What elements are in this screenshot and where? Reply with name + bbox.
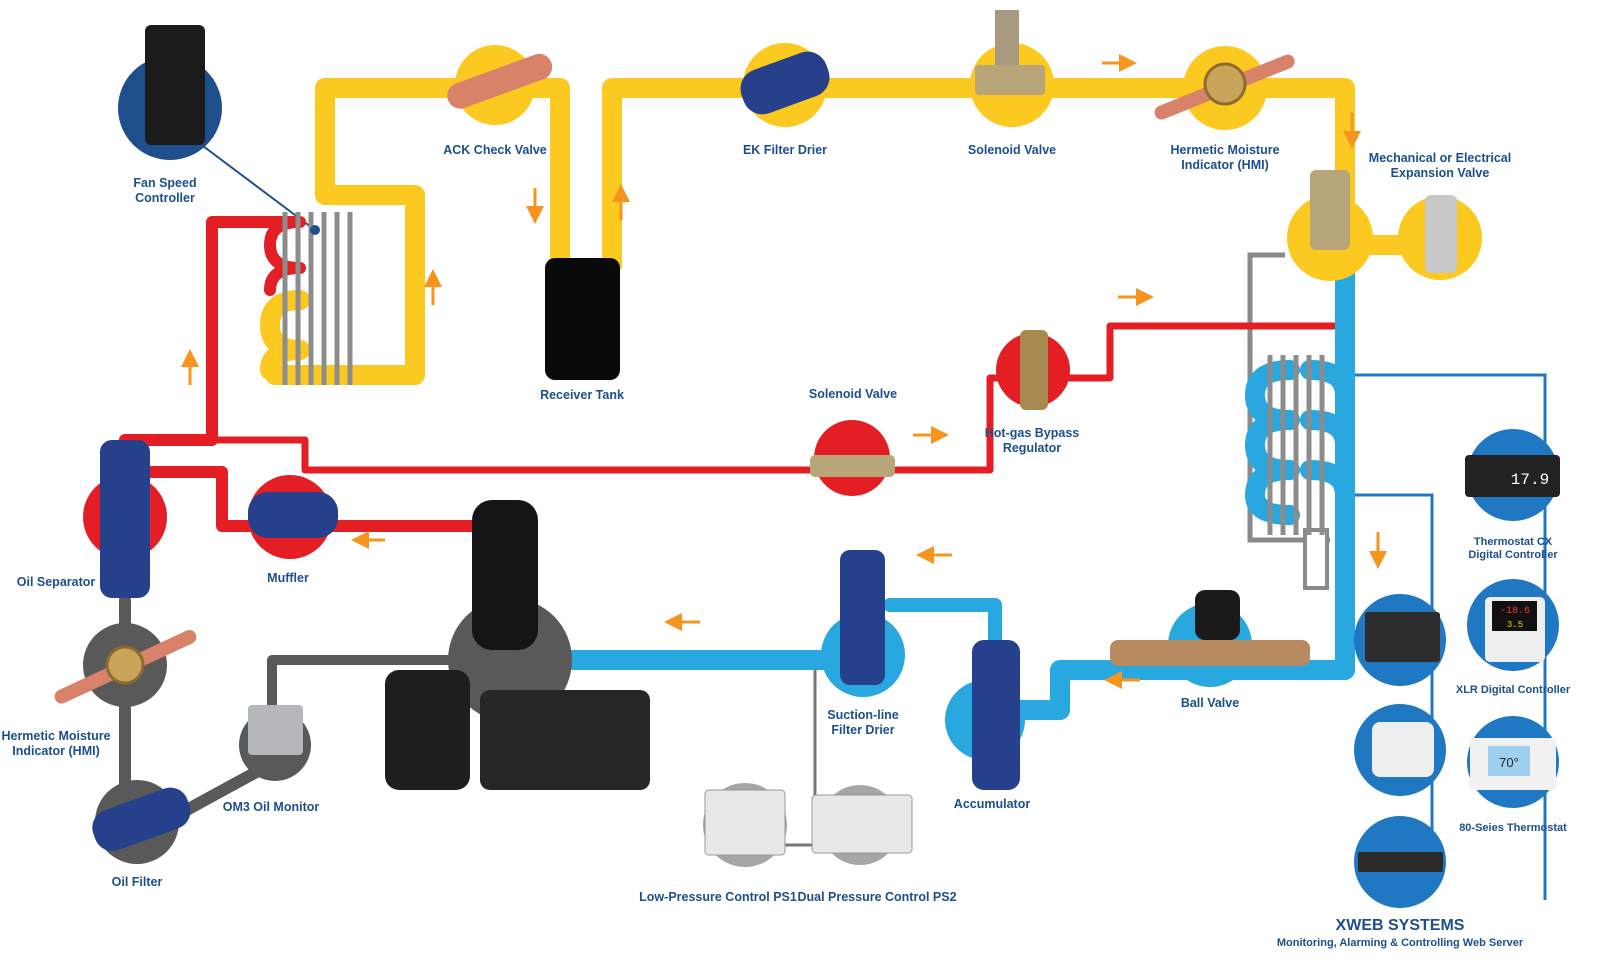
oil-separator-icon xyxy=(100,440,150,598)
ball-valve-pipe-icon xyxy=(1110,640,1310,666)
discharge-line-to-condenser xyxy=(119,216,306,446)
accumulator-label: Accumulator xyxy=(954,797,1031,811)
solenoid-valve-mid-label: Solenoid Valve xyxy=(809,387,897,401)
receiver-tank-label: Receiver Tank xyxy=(540,388,624,402)
ball-valve-actuator-icon xyxy=(1195,590,1240,640)
thermostat-80-display: 70° xyxy=(1499,755,1519,770)
thermostat-cx-icon xyxy=(1465,455,1560,497)
fan-controller-wire xyxy=(194,139,316,231)
condenser xyxy=(282,212,353,385)
fan-speed-controller-icon xyxy=(145,25,205,145)
xweb-server-icon xyxy=(1358,852,1443,872)
oil-filter-label: Oil Filter xyxy=(112,875,163,889)
sensing-bulb xyxy=(1303,528,1329,590)
evaporator xyxy=(1267,355,1325,535)
sight-glass-oil-icon xyxy=(105,645,145,685)
filter-drier-icon xyxy=(740,51,830,115)
semi-hermetic-compressor-icon xyxy=(480,690,650,790)
solenoid-valve-top-label: Solenoid Valve xyxy=(968,143,1056,157)
hot-gas-bypass-icon xyxy=(1020,330,1048,410)
liquid-line-condenser-to-receiver xyxy=(265,78,570,385)
sight-glass-icon xyxy=(1203,62,1247,106)
thermostat-signal-line xyxy=(1335,373,1547,900)
solenoid-valve-mid-icon xyxy=(810,455,895,477)
flow-arrows xyxy=(181,54,1387,689)
xweb-title: XWEB SYSTEMS xyxy=(1336,917,1465,934)
scroll-compressor-icon xyxy=(472,500,538,650)
xweb-subtitle: Monitoring, Alarming & Controlling Web S… xyxy=(1277,937,1524,949)
muffler-icon xyxy=(248,492,338,538)
oil-separator-label: Oil Separator xyxy=(17,575,96,589)
suction-filter-icon xyxy=(840,550,885,685)
xlr-display-top: -18.6 xyxy=(1500,606,1530,617)
suction-line-to-accumulator xyxy=(1005,660,1140,720)
thermostat-80-screen xyxy=(1488,746,1530,776)
solenoid-valve-icon xyxy=(995,10,1019,70)
xlr-controller-label: XLR Digital Controller xyxy=(1456,684,1571,696)
thermostat-cx-display: 17.9 xyxy=(1511,471,1549,489)
hot-gas-bypass-line-red xyxy=(208,322,1349,474)
ps2-label: Dual Pressure Control PS2 xyxy=(797,890,956,904)
om3-oil-monitor-icon xyxy=(248,705,303,755)
discharge-line-separator-to-compressor xyxy=(144,466,496,532)
expansion-valve-icon xyxy=(1310,170,1350,250)
hermetic-compressor-icon xyxy=(385,670,470,790)
muffler-label: Muffler xyxy=(267,571,309,585)
solenoid-valve-body-icon xyxy=(975,65,1045,95)
evaporator-coils xyxy=(1245,360,1355,525)
ps1-label: Low-Pressure Control PS1 xyxy=(639,890,797,904)
check-valve-icon xyxy=(447,53,553,109)
oil-line-monitor-to-compressor xyxy=(267,655,475,725)
oil-filter-icon xyxy=(92,787,191,852)
electronic-expansion-valve-icon xyxy=(1425,195,1457,273)
om3-oil-monitor-label: OM3 Oil Monitor xyxy=(223,800,320,814)
condenser-fan-sensor xyxy=(310,225,320,235)
ek-filter-drier-label: EK Filter Drier xyxy=(743,143,827,157)
ball-valve-label: Ball Valve xyxy=(1181,696,1239,710)
xlr-screen xyxy=(1492,601,1537,631)
thermostat-80-label: 80-Seies Thermostat xyxy=(1459,822,1567,834)
pipes xyxy=(119,78,1455,836)
liquid-line-receiver-to-expansion xyxy=(602,78,1455,275)
xweb-controller-icon xyxy=(1365,612,1440,662)
accumulator-icon xyxy=(972,640,1020,790)
ack-check-valve-label: ACK Check Valve xyxy=(443,143,547,157)
receiver-tank[interactable] xyxy=(545,258,620,380)
component-discs: 17.9 -18.6 3.5 70° xyxy=(54,10,1560,908)
xlr-display-bottom: 3.5 xyxy=(1507,620,1523,630)
ps1-icon xyxy=(704,789,786,856)
ps2-icon xyxy=(811,794,913,854)
hmi-controller-icon xyxy=(1372,722,1434,777)
